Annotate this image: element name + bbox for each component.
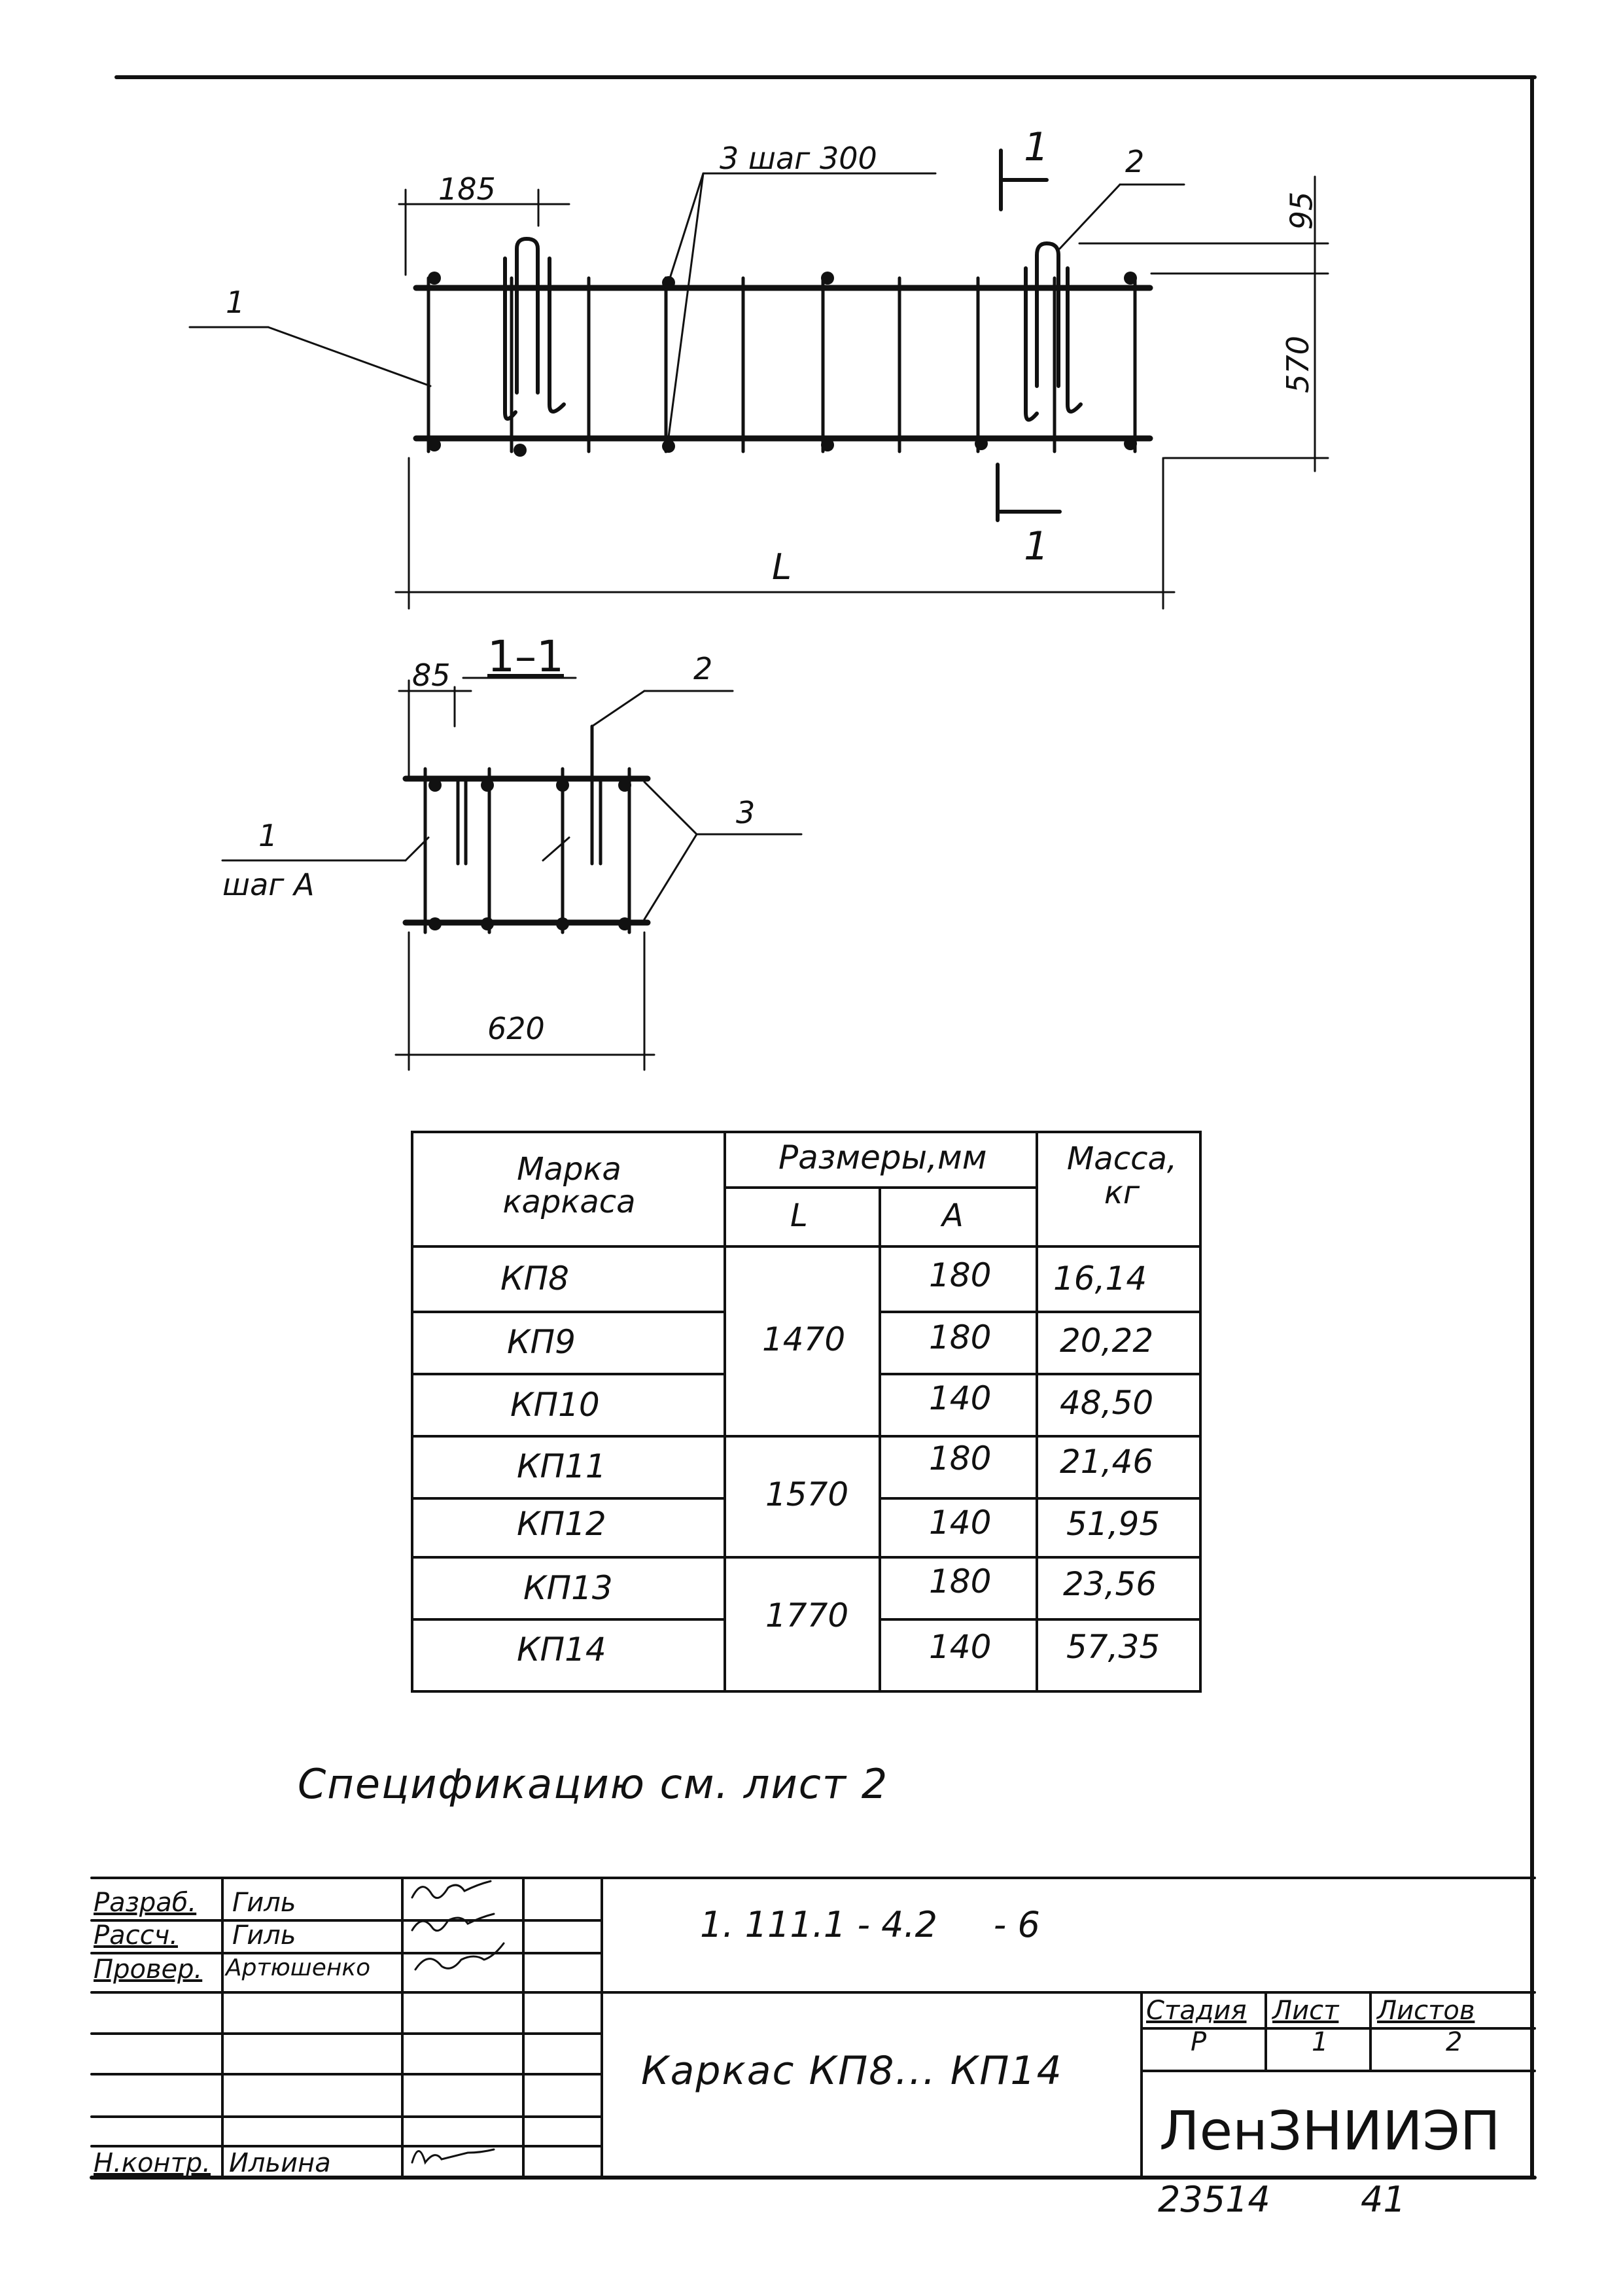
callout-2-section: 2	[693, 651, 713, 686]
section-mark-top: 1	[1024, 124, 1049, 170]
stage-value: Р	[1191, 2027, 1207, 2057]
dimensions-top-view	[188, 149, 1329, 610]
document-title: Каркас КП8... КП14	[641, 2048, 1063, 2094]
role-label: Н.контр.	[94, 2148, 211, 2178]
archive-sheet: 41	[1361, 2179, 1406, 2220]
row-A: 140	[929, 1504, 992, 1542]
row-mass: 48,50	[1060, 1384, 1154, 1422]
role-label: Рассч.	[94, 1920, 178, 1951]
row-mark: КП8	[500, 1260, 569, 1298]
dim-85-label: 85	[412, 658, 451, 693]
role-label: Провер.	[94, 1954, 203, 1985]
section-title: 1–1	[487, 631, 564, 682]
dim-620-label: 620	[487, 1011, 545, 1046]
dim-570-label: 570	[1280, 336, 1316, 393]
section-mark-bottom: 1	[1024, 523, 1049, 569]
row-mass: 23,56	[1063, 1565, 1157, 1603]
sheets-value: 2	[1446, 2027, 1463, 2057]
callout-2-top: 2	[1125, 144, 1145, 179]
header-mass: Масса, кг	[1066, 1140, 1178, 1211]
cage-section-view	[221, 677, 803, 1071]
row-mass: 20,22	[1060, 1322, 1154, 1360]
row-A: 180	[929, 1563, 992, 1600]
sheet-value: 1	[1312, 2027, 1329, 2057]
person-name: Гиль	[232, 1920, 296, 1951]
dim-95-label: 95	[1283, 191, 1319, 230]
row-mass: 57,35	[1066, 1628, 1161, 1666]
archive-number: 23514	[1158, 2179, 1270, 2220]
person-name: Артюшенко	[226, 1954, 371, 1981]
callout-1-top: 1	[226, 285, 245, 320]
row-A: 180	[929, 1256, 992, 1294]
callout-1-section: 1	[258, 818, 278, 853]
person-name: Ильина	[229, 2148, 331, 2178]
row-mass: 21,46	[1060, 1443, 1154, 1481]
L-group-2: 1570	[765, 1475, 849, 1513]
row-mark: КП11	[517, 1447, 606, 1485]
row-mark: КП12	[517, 1505, 606, 1543]
header-mark: Марка каркаса	[502, 1151, 636, 1220]
sheets-label: Листов	[1377, 1996, 1475, 2026]
dim-L-label: L	[772, 546, 792, 588]
row-mark: КП13	[523, 1569, 613, 1607]
stage-label: Стадия	[1146, 1996, 1247, 2026]
row-A: 140	[929, 1628, 992, 1666]
row-mass: 16,14	[1053, 1260, 1147, 1298]
document-code: 1. 111.1 - 4.2 - 6	[700, 1904, 1040, 1945]
sheet-frame	[90, 75, 1537, 2180]
row-mark: КП14	[517, 1631, 606, 1669]
L-group-3: 1770	[765, 1597, 849, 1634]
row-A: 180	[929, 1439, 992, 1477]
row-mark: КП9	[507, 1323, 576, 1361]
header-L: L	[790, 1197, 808, 1234]
specification-note: Спецификацию см. лист 2	[298, 1760, 889, 1808]
sheet-label: Лист	[1272, 1996, 1339, 2026]
cage-top-view	[413, 236, 1153, 457]
callout-3-section: 3	[736, 795, 756, 830]
mass-table-grid	[411, 1131, 1202, 1693]
L-group-1: 1470	[762, 1320, 846, 1358]
role-label: Разраб.	[94, 1888, 197, 1918]
person-name: Гиль	[232, 1888, 296, 1918]
callout-1-note: шаг A	[222, 867, 315, 902]
header-sizes: Размеры,мм	[778, 1139, 987, 1176]
signatures	[411, 1880, 505, 2165]
row-mark: КП10	[510, 1386, 600, 1424]
row-A: 140	[929, 1379, 992, 1417]
header-A: A	[942, 1197, 964, 1234]
organization-name: ЛенЗНИИЭП	[1159, 2100, 1501, 2163]
row-mass: 51,95	[1066, 1505, 1161, 1543]
dim-step-label: 3 шаг 300	[720, 141, 877, 176]
title-block-grid	[90, 1877, 1536, 2179]
dim-185-label: 185	[438, 171, 496, 207]
row-A: 180	[929, 1318, 992, 1356]
